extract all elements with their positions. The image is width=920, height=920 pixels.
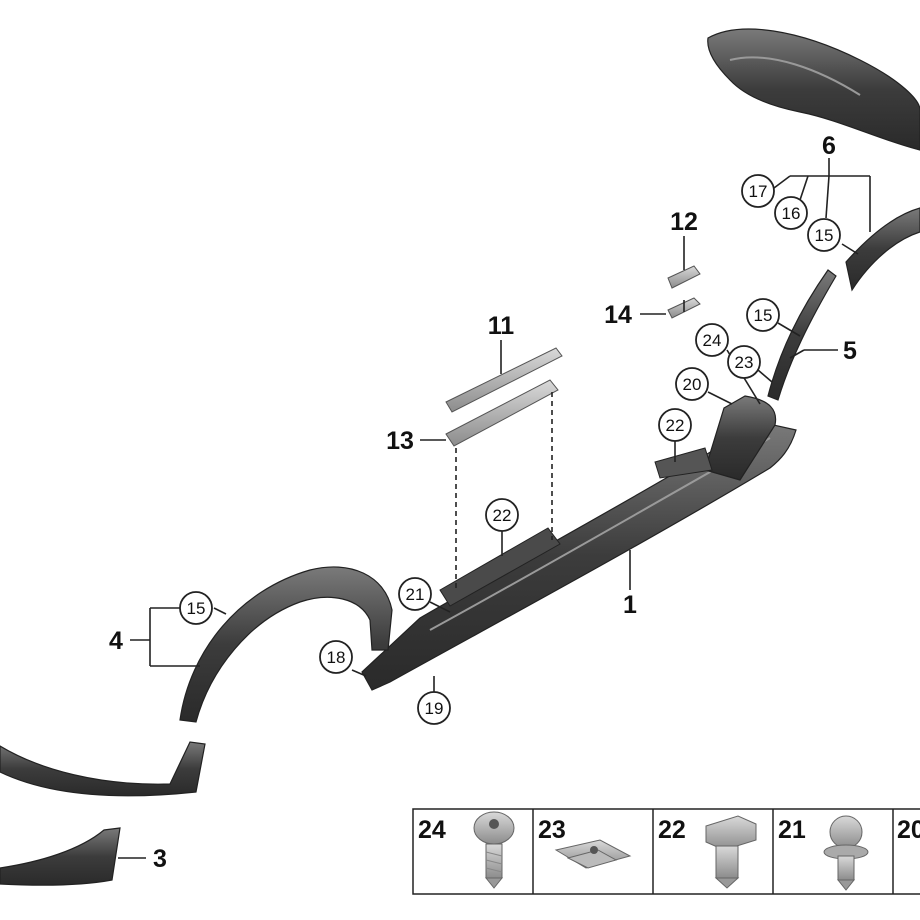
callout-4: 4 (109, 627, 123, 655)
svg-text:19: 19 (425, 699, 444, 718)
svg-text:18: 18 (327, 648, 346, 667)
front-wheel-arch-part (179, 566, 393, 723)
circled-23: 23 (727, 345, 761, 379)
torx-screw-icon (473, 811, 515, 889)
svg-text:22: 22 (666, 416, 685, 435)
svg-text:16: 16 (782, 204, 801, 223)
svg-text:20: 20 (683, 375, 702, 394)
callout-1: 1 (623, 591, 637, 619)
svg-text:15: 15 (815, 226, 834, 245)
callout-12: 12 (670, 208, 698, 236)
circled-22-top: 22 (658, 408, 692, 442)
bracket-12-part (667, 265, 701, 289)
circled-22-mid: 22 (485, 498, 519, 532)
callout-13: 13 (386, 427, 414, 455)
circled-callouts: 17 16 15 15 24 23 20 22 22 21 15 18 19 (179, 174, 841, 725)
svg-text:17: 17 (749, 182, 768, 201)
circled-17: 17 (741, 174, 775, 208)
circled-15-top: 15 (807, 218, 841, 252)
circled-15-left: 15 (179, 591, 213, 625)
trim-strip-13-part (445, 379, 559, 447)
callout-11: 11 (488, 312, 515, 340)
legend-num-22: 22 (658, 816, 686, 844)
circled-16: 16 (774, 196, 808, 230)
svg-text:23: 23 (735, 353, 754, 372)
circled-18: 18 (319, 640, 353, 674)
clip-nut-icon (554, 839, 632, 869)
circled-24: 24 (695, 323, 729, 357)
wheel-liner-part (707, 28, 920, 151)
circled-21: 21 (398, 577, 432, 611)
legend-num-24: 24 (418, 816, 446, 844)
svg-text:22: 22 (493, 506, 512, 525)
legend-num-21: 21 (778, 816, 806, 844)
front-spoiler-part (0, 827, 121, 886)
callout-6: 6 (822, 132, 836, 160)
legend-num-23: 23 (538, 816, 566, 844)
circled-15-mid: 15 (746, 298, 780, 332)
circled-20: 20 (675, 367, 709, 401)
leader-lines (118, 158, 871, 859)
trim-strip-11-part (445, 347, 563, 413)
svg-text:24: 24 (703, 331, 722, 350)
callout-5: 5 (843, 337, 857, 365)
fastener-legend: 24 23 22 21 (412, 808, 920, 895)
callout-14: 14 (604, 301, 632, 329)
sill-bracket-part (704, 395, 777, 481)
rear-arch-strip-part (767, 269, 837, 401)
front-lip-part (0, 741, 206, 797)
svg-text:15: 15 (187, 599, 206, 618)
rear-wheel-arch-part (845, 207, 920, 292)
expanding-rivet-icon (705, 815, 757, 889)
circled-19: 19 (417, 691, 451, 725)
callout-3: 3 (153, 845, 167, 873)
legend-num-20: 20 (897, 816, 920, 844)
svg-text:15: 15 (754, 306, 773, 325)
push-clip-icon (823, 815, 869, 891)
svg-text:21: 21 (406, 585, 425, 604)
